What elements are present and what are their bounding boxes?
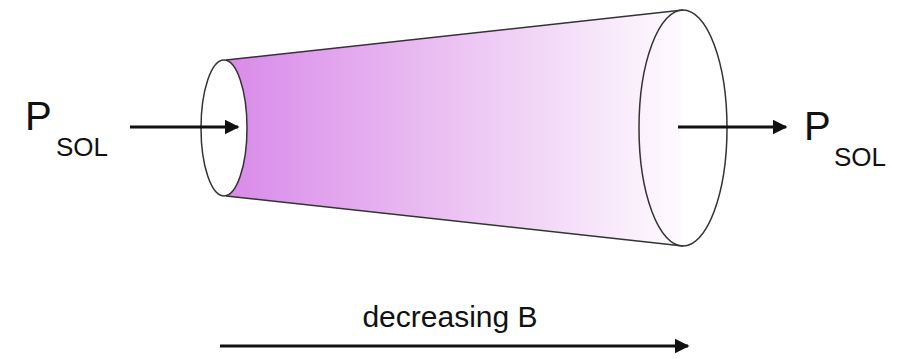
power-in-arrow bbox=[130, 126, 238, 129]
power-subscript: SOL bbox=[56, 134, 108, 160]
axis-label: decreasing B bbox=[362, 302, 537, 332]
frustum-edge bbox=[226, 10, 683, 60]
frustum-edge bbox=[226, 196, 683, 246]
power-out-arrow bbox=[678, 126, 786, 129]
power-subscript: SOL bbox=[834, 144, 886, 170]
field-direction-arrow bbox=[220, 345, 688, 348]
power-symbol: P bbox=[25, 96, 52, 136]
power-symbol: P bbox=[804, 106, 831, 146]
frustum-body bbox=[226, 10, 683, 246]
outlet-ellipse bbox=[639, 10, 683, 246]
